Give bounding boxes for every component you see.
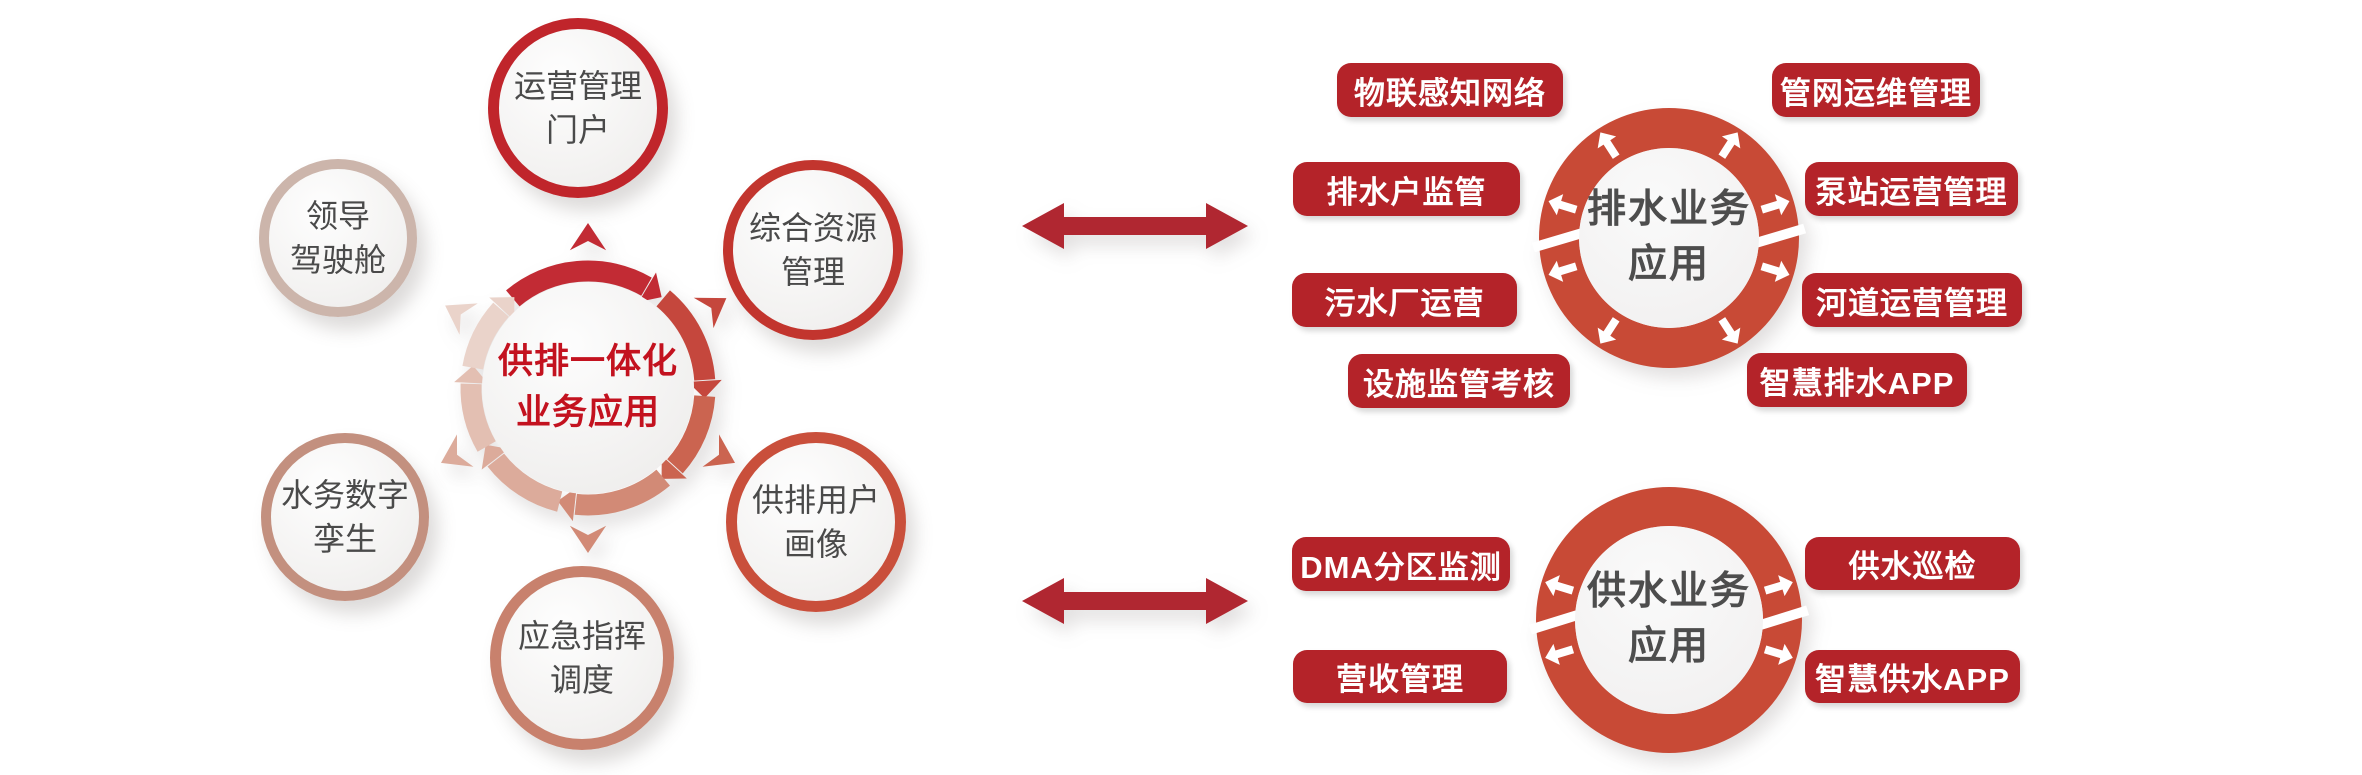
label-line: 画像 — [783, 526, 848, 562]
label-line: 领导 — [305, 197, 370, 234]
label-line: 门户 — [545, 112, 610, 148]
label-line: 供排用户 — [751, 481, 880, 518]
hub-title-line1: 供排一体化 — [497, 342, 678, 382]
badge-water-supply-inspection: 供水巡检 — [1805, 537, 2020, 590]
hub-circle: 供排一体化 业务应用 — [482, 282, 694, 494]
drainage-ring-center: 排水业务 应用 — [1579, 148, 1759, 328]
satellite-emergency-dispatch-label: 应急指挥 调度 — [518, 614, 646, 702]
badge-pipe-network-om-management: 管网运维管理 — [1772, 63, 1980, 117]
satellite-leader-cockpit: 领导 驾驶舱 — [259, 159, 417, 317]
label-line: 运营管理 — [513, 67, 642, 104]
satellite-operation-portal: 运营管理 门户 — [488, 18, 668, 198]
badge-pump-station-operation: 泵站运营管理 — [1805, 162, 2018, 216]
badge-iot-sensing-network: 物联感知网络 — [1337, 63, 1563, 117]
badge-revenue-management: 营收管理 — [1293, 650, 1507, 703]
title-line: 应用 — [1627, 243, 1710, 286]
supply-ring-title: 供水业务 应用 — [1587, 565, 1751, 674]
drainage-ring-title: 排水业务 应用 — [1587, 183, 1751, 292]
badge-smart-water-supply-app: 智慧供水APP — [1805, 650, 2020, 703]
badge-facility-supervision-assessment: 设施监管考核 — [1348, 354, 1570, 408]
satellite-resource-management: 综合资源 管理 — [723, 160, 903, 340]
satellite-resource-management-label: 综合资源 管理 — [749, 206, 877, 294]
badge-river-operation-management: 河道运营管理 — [1802, 273, 2022, 327]
satellite-user-profile: 供排用户 画像 — [726, 432, 906, 612]
label-line: 管理 — [780, 254, 845, 290]
title-line: 排水业务 — [1586, 188, 1751, 232]
label-line: 水务数字 — [280, 476, 409, 513]
title-line: 供水业务 — [1586, 570, 1751, 614]
badge-dma-zone-monitoring: DMA分区监测 — [1292, 537, 1510, 591]
label-line: 驾驶舱 — [289, 242, 386, 278]
hub-title: 供排一体化 业务应用 — [498, 337, 678, 439]
satellite-emergency-dispatch: 应急指挥 调度 — [490, 566, 674, 750]
label-line: 应急指挥 — [517, 617, 646, 654]
badge-sewage-plant-operation: 污水厂运营 — [1292, 273, 1517, 327]
satellite-digital-twin-label: 水务数字 孪生 — [281, 473, 409, 561]
satellite-leader-cockpit-label: 领导 驾驶舱 — [290, 194, 386, 282]
hub-title-line2: 业务应用 — [515, 393, 660, 432]
satellite-digital-twin: 水务数字 孪生 — [261, 433, 429, 601]
title-line: 应用 — [1627, 625, 1710, 668]
label-line: 综合资源 — [748, 209, 877, 246]
badge-drainage-user-supervision: 排水户监管 — [1293, 162, 1520, 216]
label-line: 调度 — [549, 662, 614, 698]
satellite-operation-portal-label: 运营管理 门户 — [514, 64, 642, 152]
label-line: 孪生 — [312, 521, 377, 557]
supply-ring-center: 供水业务 应用 — [1575, 526, 1763, 714]
badge-smart-drainage-app: 智慧排水APP — [1747, 353, 1967, 407]
satellite-user-profile-label: 供排用户 画像 — [752, 478, 880, 566]
